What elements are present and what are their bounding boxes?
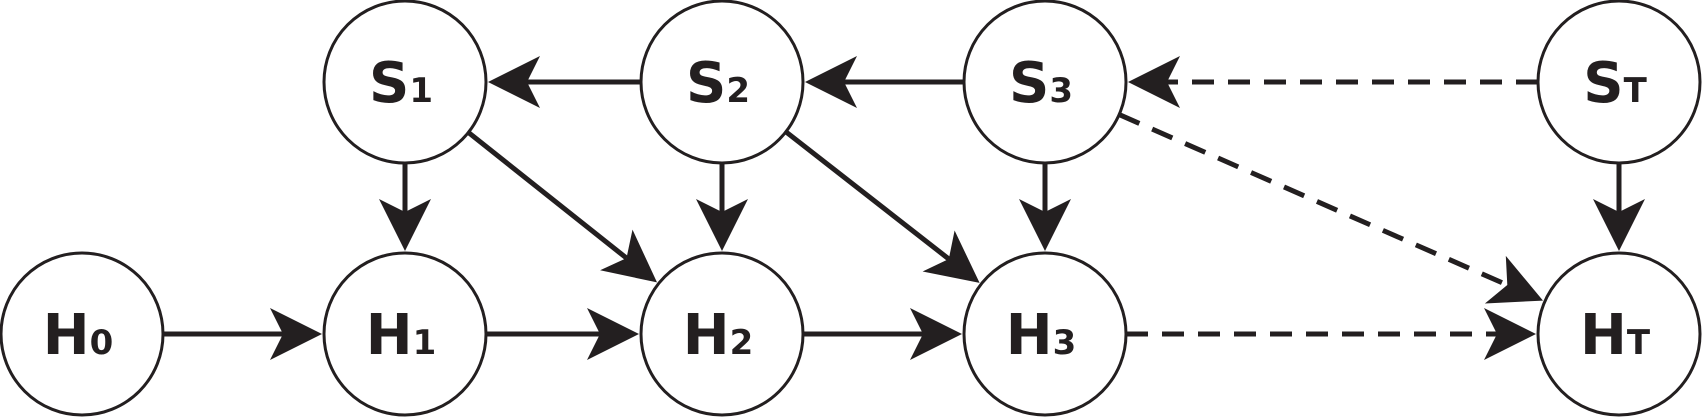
node-label-sub: 1: [413, 323, 437, 363]
node-circle: [322, 251, 488, 417]
arrowhead: [379, 199, 431, 251]
arrowhead: [587, 308, 639, 360]
edge-s2-to-h3: [784, 129, 980, 283]
node-label-sub: 1: [409, 71, 433, 111]
edge-line: [784, 129, 951, 261]
node-label-main: H: [43, 303, 90, 368]
node-label-sub: 3: [1053, 323, 1077, 363]
node-h0: H0: [0, 251, 165, 417]
arrowhead: [1128, 56, 1180, 108]
arrowhead: [922, 230, 980, 283]
arrowhead: [600, 229, 657, 283]
edge-st-to-ht: [1593, 163, 1645, 251]
edge-h1-to-h2: [486, 308, 639, 360]
node-label-main: H: [366, 303, 413, 368]
arrowhead: [1484, 308, 1536, 360]
node-circle: [0, 251, 165, 417]
arrowhead: [1484, 255, 1543, 304]
node-label-sub: T: [1627, 323, 1651, 363]
node-label-main: S: [369, 51, 409, 116]
arrowhead: [910, 308, 962, 360]
node-s2: S2: [639, 0, 805, 165]
node-label-main: H: [683, 303, 730, 368]
node-s1: S1: [322, 0, 488, 165]
node-label: S2: [686, 51, 750, 116]
node-circle: [1536, 251, 1702, 417]
arrowhead: [270, 308, 322, 360]
edge-s1-to-h2: [466, 130, 657, 283]
node-h2: H2: [639, 251, 805, 417]
node-circle: [639, 251, 805, 417]
node-st: ST: [1536, 0, 1702, 165]
node-label-sub: 2: [726, 71, 750, 111]
arrowhead: [696, 199, 748, 251]
node-circle: [962, 0, 1128, 165]
node-label: S3: [1009, 51, 1073, 116]
node-label-main: S: [686, 51, 726, 116]
edge-h3-to-ht: [1126, 308, 1536, 360]
node-label-sub: 2: [730, 323, 754, 363]
edge-line: [466, 130, 629, 261]
edge-h0-to-h1: [163, 308, 322, 360]
edges-layer: [163, 56, 1645, 360]
node-label: HT: [1580, 303, 1651, 368]
node-label: H1: [366, 303, 437, 368]
node-label: H3: [1006, 303, 1077, 368]
edge-s3-to-s2: [805, 56, 964, 108]
node-circle: [322, 0, 488, 165]
node-circle: [962, 251, 1128, 417]
edge-s1-to-h1: [379, 163, 431, 251]
node-ht: HT: [1536, 251, 1702, 417]
node-label: S1: [369, 51, 433, 116]
edge-s3-to-ht: [1118, 112, 1543, 304]
node-label-main: H: [1580, 303, 1627, 368]
arrowhead: [488, 56, 540, 108]
edge-s2-to-s1: [488, 56, 641, 108]
node-label: ST: [1583, 51, 1647, 116]
node-label-sub: 0: [90, 323, 114, 363]
edge-s2-to-h2: [696, 163, 748, 251]
node-label-main: S: [1009, 51, 1049, 116]
edge-s3-to-h3: [1019, 163, 1071, 251]
edge-h2-to-h3: [803, 308, 962, 360]
edge-st-to-s3: [1128, 56, 1538, 108]
node-h3: H3: [962, 251, 1128, 417]
node-label-sub: 3: [1049, 71, 1073, 111]
node-s3: S3: [962, 0, 1128, 165]
node-h1: H1: [322, 251, 488, 417]
node-label-main: S: [1583, 51, 1623, 116]
node-circle: [1536, 0, 1702, 165]
node-circle: [639, 0, 805, 165]
node-label-main: H: [1006, 303, 1053, 368]
arrowhead: [1019, 199, 1071, 251]
node-label: H2: [683, 303, 754, 368]
edge-line: [1118, 112, 1509, 288]
arrowhead: [1593, 199, 1645, 251]
node-label: H0: [43, 303, 114, 368]
node-label-sub: T: [1624, 71, 1648, 111]
arrowhead: [805, 56, 857, 108]
